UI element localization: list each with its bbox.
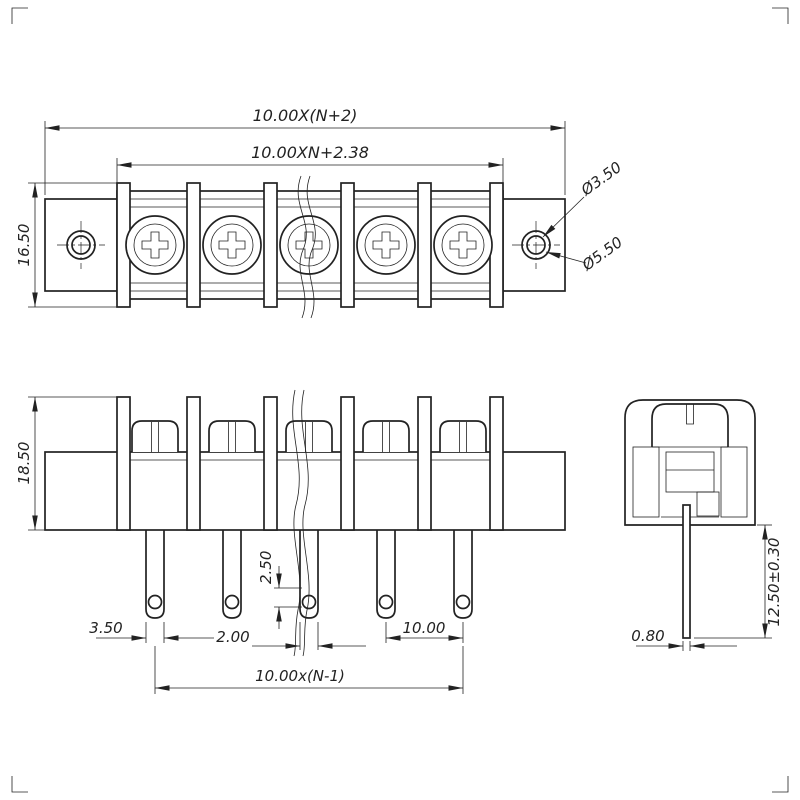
screw-head [285, 420, 333, 452]
break-line [297, 175, 307, 319]
break-line [306, 175, 316, 319]
screw-head [208, 420, 256, 452]
break-line [301, 389, 310, 657]
hatched-contact [696, 491, 720, 517]
dim-hole-outer-dia: Ø5.50 [578, 233, 626, 275]
right-mounting-hole [512, 221, 560, 269]
front-view [44, 389, 566, 657]
dim-inner-length: 10.00XN+2.38 [251, 143, 369, 162]
barrier-wall [263, 396, 278, 531]
wire-clamp [665, 451, 715, 493]
dim-hole-inner-dia: Ø3.50 [577, 158, 625, 200]
left-mounting-hole [57, 221, 105, 269]
front-view-dimensions: 18.50 2.50 2.00 3.50 10.00 10.00x(N-1) [15, 396, 464, 694]
screw-head [439, 420, 487, 452]
sheet-corner-marks [11, 7, 789, 793]
dim-pin-thickness: 0.80 [631, 627, 664, 645]
screw-terminal [279, 215, 339, 275]
screw-terminal [202, 215, 262, 275]
screw-terminal [356, 215, 416, 275]
solder-pin [682, 504, 691, 639]
barrier-wall [116, 396, 131, 531]
dim-pin-span: 10.00x(N-1) [255, 667, 345, 685]
top-view [44, 175, 566, 319]
dim-top-height: 16.50 [15, 224, 33, 267]
barrier-wall [263, 182, 278, 308]
screw-section [651, 403, 729, 447]
screw-head [131, 420, 179, 452]
solder-pin [222, 530, 242, 619]
dim-overall-length: 10.00X(N+2) [253, 106, 358, 125]
barrier-wall [417, 396, 432, 531]
screw-head [362, 420, 410, 452]
barrier-wall [340, 182, 355, 308]
barrier-wall [489, 396, 504, 531]
solder-pin [299, 530, 319, 619]
dim-pin-length: 12.50±0.30 [765, 538, 783, 627]
dim-pin-foot-width: 3.50 [89, 619, 122, 637]
solder-pin [453, 530, 473, 619]
hatched-wall [720, 446, 748, 518]
screw-terminal [125, 215, 185, 275]
dim-pin-pitch: 10.00 [403, 619, 446, 637]
side-view [624, 399, 756, 639]
barrier-wall [186, 182, 201, 308]
body-outline [44, 451, 566, 531]
dim-front-height: 18.50 [15, 442, 33, 485]
barrier-wall [186, 396, 201, 531]
break-line [292, 389, 301, 657]
screw-terminal [433, 215, 493, 275]
barrier-wall [417, 182, 432, 308]
solder-pin [376, 530, 396, 619]
dim-hole-dia: 2.00 [216, 628, 249, 646]
side-view-dimensions: 0.80 12.50±0.30 [631, 524, 783, 651]
solder-pin [145, 530, 165, 619]
dim-hole-offset: 2.50 [257, 551, 275, 584]
hatched-wall [632, 446, 660, 518]
barrier-wall [340, 396, 355, 531]
